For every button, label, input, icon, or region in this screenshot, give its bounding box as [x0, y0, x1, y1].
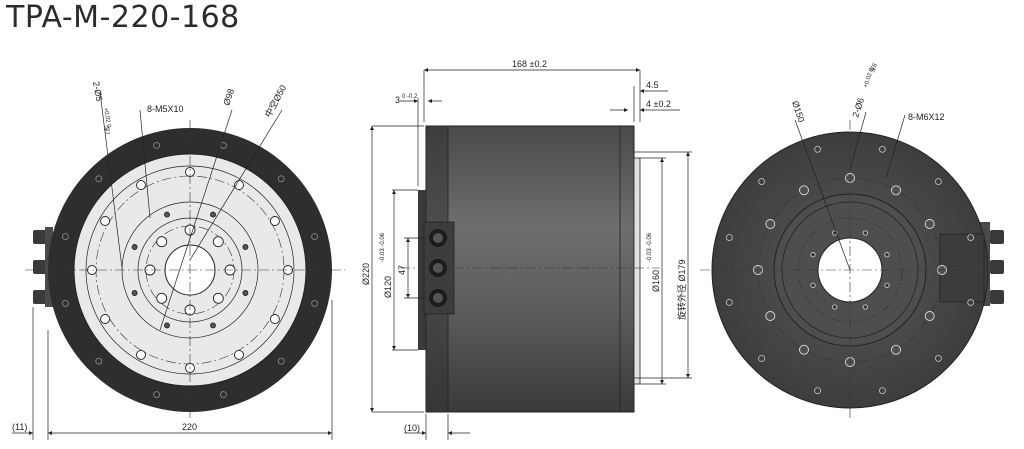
side-spigot-front-dim: Ø120: [383, 276, 393, 298]
bolt-hole: [891, 344, 901, 355]
bolt-hole: [156, 236, 168, 248]
bolt-hole: [758, 354, 766, 362]
side-rear-step-dim: 4.5: [646, 80, 659, 90]
bolt-hole: [758, 178, 766, 186]
thread-hole: [210, 211, 216, 218]
side-front-spigot: [418, 190, 428, 350]
rear-pin-callout: 2-Ø6: [850, 96, 866, 118]
front-housing-bolts: [61, 141, 319, 399]
bolt-hole: [725, 234, 733, 242]
bolt-hole: [153, 391, 161, 399]
bolt-hole: [156, 292, 168, 304]
thread-hole: [862, 230, 868, 236]
side-rotating-od-dim: 旋转外径 Ø179: [676, 259, 687, 320]
thread-hole: [210, 322, 216, 329]
side-view: 168 ±0.2 3 0 -0.2 4.5 4 ±0.2 Ø220 Ø120 -…: [361, 59, 692, 440]
front-pin-tol: +0.02 0: [102, 107, 112, 129]
bolt-hole: [219, 391, 227, 399]
side-spigot-front-tol: -0.03 -0.06: [380, 232, 386, 262]
side-connector-span-dim: 47: [397, 265, 407, 275]
front-pcd50: 中空Ø50: [262, 83, 288, 119]
side-body: [425, 125, 635, 413]
thread-hole: [884, 282, 890, 288]
thread-hole: [862, 304, 868, 310]
bolt-hole: [95, 175, 103, 183]
bolt-hole: [212, 292, 224, 304]
side-rear-flange-dim: 4 ±0.2: [646, 99, 671, 109]
bolt-hole: [61, 299, 69, 307]
side-rear-spigot: [633, 157, 641, 385]
bolt-hole: [100, 216, 111, 226]
bolt-hole: [878, 387, 886, 395]
rear-pin-depth: 深8: [868, 62, 879, 74]
thread-hole: [832, 304, 838, 310]
side-outer-dia-dim: Ø220: [361, 263, 371, 285]
bolt-hole: [277, 175, 285, 183]
front-outer-bolts: [87, 167, 293, 373]
bolt-hole: [311, 299, 319, 307]
bolt-hole: [269, 314, 280, 324]
bolt-hole: [100, 314, 111, 324]
bolt-hole: [61, 233, 69, 241]
side-length-dim: 168 ±0.2: [512, 59, 547, 69]
bolt-hole: [924, 311, 935, 321]
side-bottom-offset-dim: (10): [404, 423, 420, 433]
bolt-hole: [765, 311, 776, 321]
bolt-hole: [934, 178, 942, 186]
thread-hole: [242, 290, 249, 296]
bolt-hole: [95, 357, 103, 365]
bolt-hole: [269, 216, 280, 226]
bolt-hole: [934, 354, 942, 362]
bolt-hole: [725, 298, 733, 306]
rear-pcd150: Ø150: [790, 100, 806, 124]
side-spigot-rear-dim: Ø160: [651, 270, 661, 292]
drawing-title: TPA-M-220-168: [6, 0, 240, 35]
bolt-hole: [799, 344, 809, 355]
side-spigot-rear-tol: -0.03 -0.06: [647, 232, 653, 262]
front-pcd98: Ø98: [221, 87, 236, 106]
rear-outer-holes: [725, 145, 975, 395]
thread-hole: [164, 322, 170, 329]
side-flange-front-dim: 3: [395, 95, 400, 105]
thread-hole: [810, 282, 816, 288]
bolt-hole: [924, 219, 935, 229]
thread-hole: [164, 211, 170, 218]
front-pin-depth: 深7: [102, 125, 112, 136]
front-offset-dim: (11): [12, 422, 27, 432]
front-view: 8-M5X10 2-Ø5 +0.02 0 深7 Ø98 中空Ø50 220 (1…: [12, 81, 345, 440]
rear-view: Ø150 2-Ø6 +0.02 0 深8 8-M6X12: [700, 62, 1004, 420]
front-pin-callout: 2-Ø5: [91, 81, 104, 102]
thread-hole: [810, 252, 816, 258]
rear-cable-cover: [939, 233, 985, 303]
front-width-dim: 220: [182, 422, 197, 432]
bolt-hole: [967, 234, 975, 242]
bolt-hole: [765, 219, 776, 229]
front-thread-callout: 8-M5X10: [147, 104, 184, 114]
bolt-hole: [153, 141, 161, 149]
thread-hole: [242, 244, 249, 250]
bolt-hole: [799, 185, 809, 196]
side-flange-front-tol: 0 -0.2: [402, 94, 418, 100]
rear-thread-callout: 8-M6X12: [908, 112, 945, 122]
thread-hole: [884, 252, 890, 258]
bolt-hole: [136, 180, 146, 191]
front-mid-holes: [131, 211, 249, 329]
rear-inner-holes: [810, 230, 890, 310]
bolt-hole: [311, 233, 319, 241]
thread-hole: [131, 290, 138, 296]
bolt-hole: [814, 145, 822, 153]
bolt-hole: [878, 145, 886, 153]
bolt-hole: [967, 298, 975, 306]
bolt-hole: [814, 387, 822, 395]
bolt-hole: [212, 236, 224, 248]
bolt-hole: [136, 349, 146, 360]
thread-hole: [131, 244, 138, 250]
bolt-hole: [277, 357, 285, 365]
bolt-hole: [234, 349, 244, 360]
bolt-hole: [891, 185, 901, 196]
